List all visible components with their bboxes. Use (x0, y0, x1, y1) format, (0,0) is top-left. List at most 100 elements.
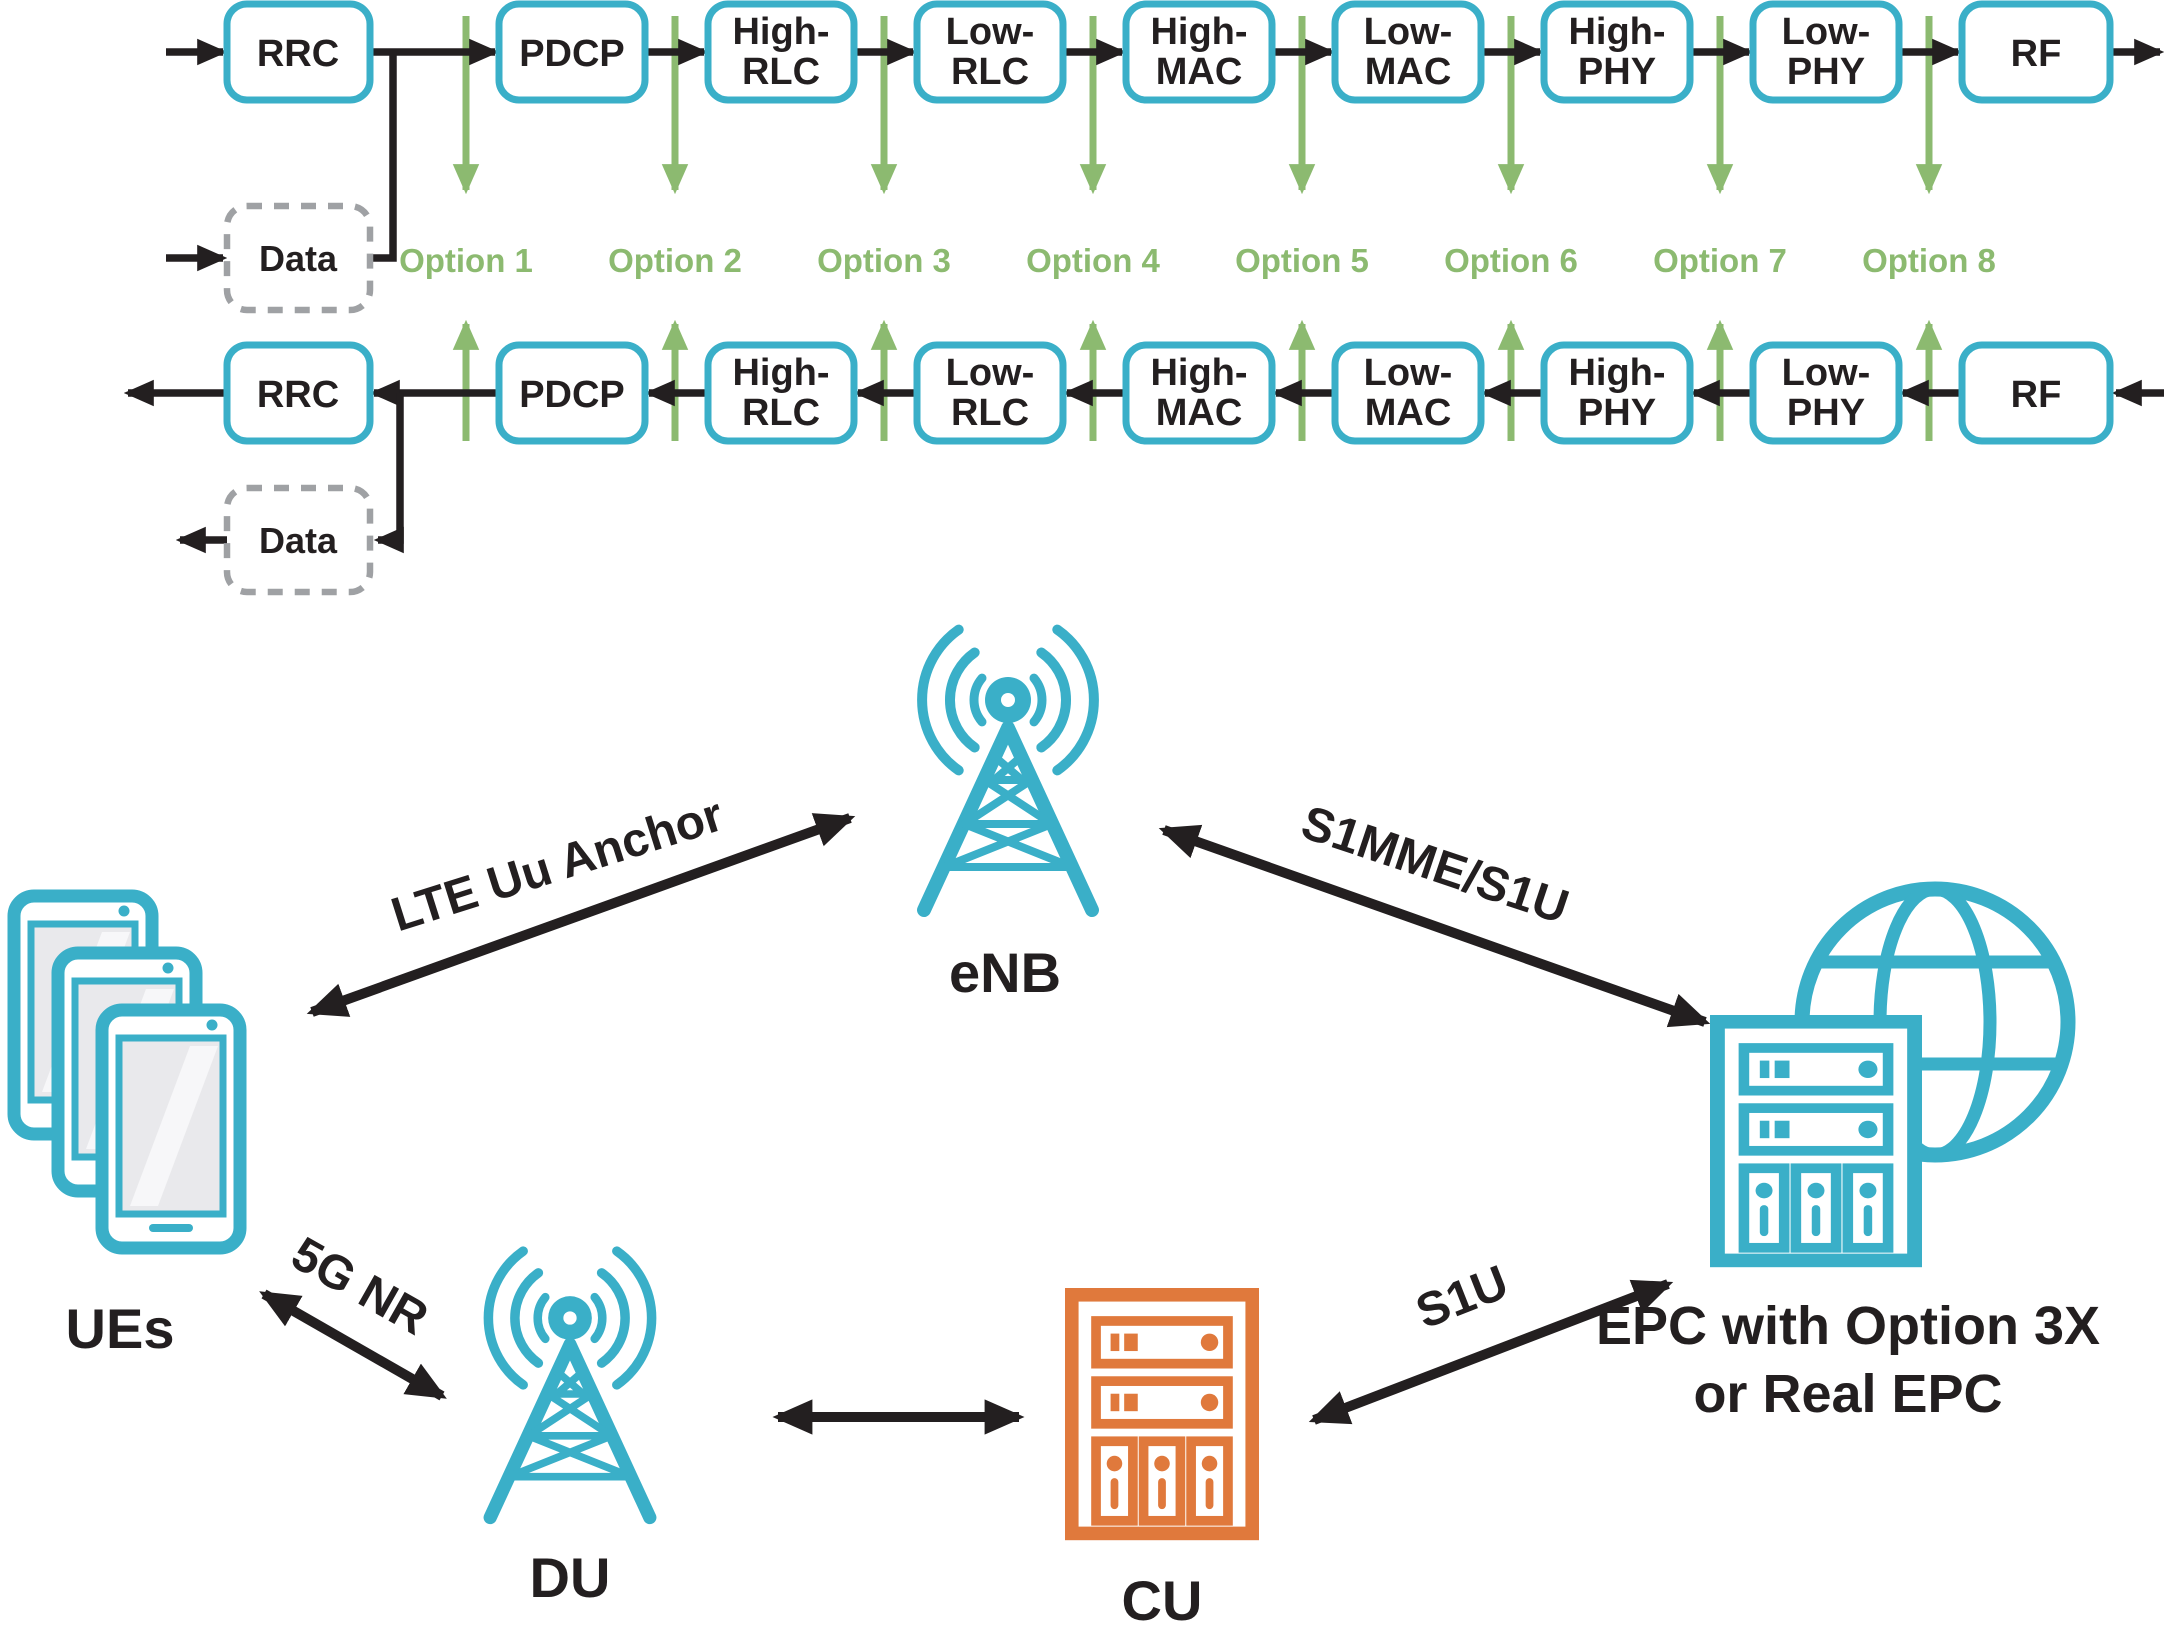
bottom-data-branch-arrow (373, 393, 404, 554)
top-box-low-phy: Low- PHY (1749, 0, 1903, 104)
option-2-label: Option 2 (608, 242, 742, 279)
du-label: DU (530, 1546, 611, 1609)
option-7-split: Option 7 (1653, 16, 1787, 441)
option-3-split: Option 3 (817, 16, 951, 441)
option-5-label: Option 5 (1235, 242, 1369, 279)
option-6-split: Option 6 (1444, 16, 1578, 441)
bottom-box-low-rlc: Low- RLC (913, 341, 1067, 445)
enb-label: eNB (949, 941, 1061, 1004)
top-box-low-rlc-frame (913, 0, 1067, 104)
top-box-low-rlc-label1: Low- (946, 11, 1035, 53)
top-box-rrc-label: RRC (257, 33, 339, 75)
top-box-low-mac: Low- MAC (1331, 0, 1485, 104)
enb-epc-link-label: S1MME/S1U (1295, 796, 1575, 934)
bottom-box-high-phy: High- PHY (1540, 341, 1694, 445)
cu-epc-link-label: S1U (1409, 1256, 1515, 1340)
top-chain: RRC PDCP High- RLC Low- RLC High- MAC Lo… (223, 0, 2114, 314)
bottom-box-pdcp: PDCP (495, 341, 649, 445)
top-chain-arrows (166, 38, 2165, 272)
bottom-box-high-rlc: High- RLC (704, 341, 858, 445)
bottom-box-high-mac: High- MAC (1122, 341, 1276, 445)
cu-node: CU (1072, 1295, 1252, 1632)
top-box-high-rlc-frame (704, 0, 858, 104)
bottom-box-low-rlc-label2: RLC (951, 392, 1029, 434)
bottom-box-low-phy: Low- PHY (1749, 341, 1903, 445)
option-3-label: Option 3 (817, 242, 951, 279)
top-box-low-rlc: Low- RLC (913, 0, 1067, 104)
top-box-high-mac-label1: High- (1150, 11, 1247, 53)
top-box-high-mac-label2: MAC (1156, 51, 1243, 93)
top-box-high-phy-label2: PHY (1578, 51, 1656, 93)
cell-tower-icon (488, 1251, 651, 1517)
option-8-split: Option 8 (1862, 16, 1996, 441)
top-box-high-phy-label1: High- (1568, 11, 1665, 53)
top-box-rrc: RRC (223, 0, 374, 104)
epc-label-line1: EPC with Option 3X (1596, 1296, 2100, 1356)
bottom-box-high-rlc-label2: RLC (742, 392, 820, 434)
epc-node: EPC with Option 3X or Real EPC (1596, 881, 2100, 1424)
top-box-high-phy: High- PHY (1540, 0, 1694, 104)
server-icon (1072, 1295, 1252, 1534)
bottom-chain-arrows (123, 379, 2164, 554)
top-box-rf-frame (1958, 0, 2114, 104)
bottom-box-low-mac-label1: Low- (1364, 352, 1453, 394)
bottom-box-pdcp-label: PDCP (519, 374, 625, 416)
bottom-box-rrc-frame (223, 341, 374, 445)
option-1-split: Option 1 (399, 16, 533, 441)
top-box-high-rlc-label2: RLC (742, 51, 820, 93)
top-box-high-mac-frame (1122, 0, 1276, 104)
top-box-low-rlc-label2: RLC (951, 51, 1029, 93)
bottom-box-rrc: RRC (223, 341, 374, 445)
top-box-rrc-frame (223, 0, 374, 104)
bottom-box-low-rlc-label1: Low- (946, 352, 1035, 394)
network-topology: LTE Uu Anchor S1MME/S1U 5G NR S1U UEs eN… (14, 630, 2100, 1632)
ues-label: UEs (66, 1297, 175, 1360)
ues-enb-link-arrow (306, 813, 856, 1017)
ues-du-link-arrow (259, 1289, 447, 1401)
bottom-box-low-phy-label2: PHY (1787, 392, 1865, 434)
top-box-low-phy-label1: Low- (1782, 11, 1871, 53)
bottom-box-high-rlc-frame (704, 341, 858, 445)
top-box-low-phy-label2: PHY (1787, 51, 1865, 93)
bottom-box-low-mac: Low- MAC (1331, 341, 1485, 445)
top-box-high-mac: High- MAC (1122, 0, 1276, 104)
top-data-box-frame (223, 202, 374, 314)
option-split-arrows: Option 1 Option 2 Option 3 Option 4 Opti… (399, 16, 1996, 441)
option-6-label: Option 6 (1444, 242, 1578, 279)
top-box-low-phy-frame (1749, 0, 1903, 104)
ues-node: UEs (14, 896, 240, 1360)
bottom-box-pdcp-frame (495, 341, 649, 445)
option-2-split: Option 2 (608, 16, 742, 441)
bottom-box-high-phy-label2: PHY (1578, 392, 1656, 434)
top-box-low-mac-frame (1331, 0, 1485, 104)
du-node: DU (488, 1251, 651, 1609)
cu-label: CU (1122, 1569, 1203, 1632)
bottom-box-high-mac-label1: High- (1150, 352, 1247, 394)
bottom-data-box: Data (223, 484, 374, 596)
bottom-box-rf-frame (1958, 341, 2114, 445)
top-box-pdcp-label: PDCP (519, 33, 625, 75)
option-7-label: Option 7 (1653, 242, 1787, 279)
option-1-label: Option 1 (399, 242, 533, 279)
cell-tower-icon (922, 630, 1094, 910)
bottom-box-high-phy-frame (1540, 341, 1694, 445)
top-data-box: Data (223, 202, 374, 314)
bottom-data-box-label: Data (259, 520, 338, 561)
top-data-box-label: Data (259, 238, 338, 279)
bottom-box-low-rlc-frame (913, 341, 1067, 445)
cu-epc-link-arrow (1308, 1279, 1674, 1425)
bottom-box-low-mac-frame (1331, 341, 1485, 445)
bottom-box-high-rlc-label1: High- (732, 352, 829, 394)
top-box-high-phy-frame (1540, 0, 1694, 104)
top-box-low-mac-label2: MAC (1365, 51, 1452, 93)
top-box-high-rlc-label1: High- (732, 11, 829, 53)
epc-label-line2: or Real EPC (1693, 1364, 2002, 1424)
server-icon (1717, 1022, 1914, 1261)
top-data-branch-line (372, 52, 397, 262)
bottom-box-low-phy-label1: Low- (1782, 352, 1871, 394)
top-box-high-rlc: High- RLC (704, 0, 858, 104)
option-8-label: Option 8 (1862, 242, 1996, 279)
top-box-rf-label: RF (2011, 33, 2062, 75)
bottom-box-high-mac-frame (1122, 341, 1276, 445)
